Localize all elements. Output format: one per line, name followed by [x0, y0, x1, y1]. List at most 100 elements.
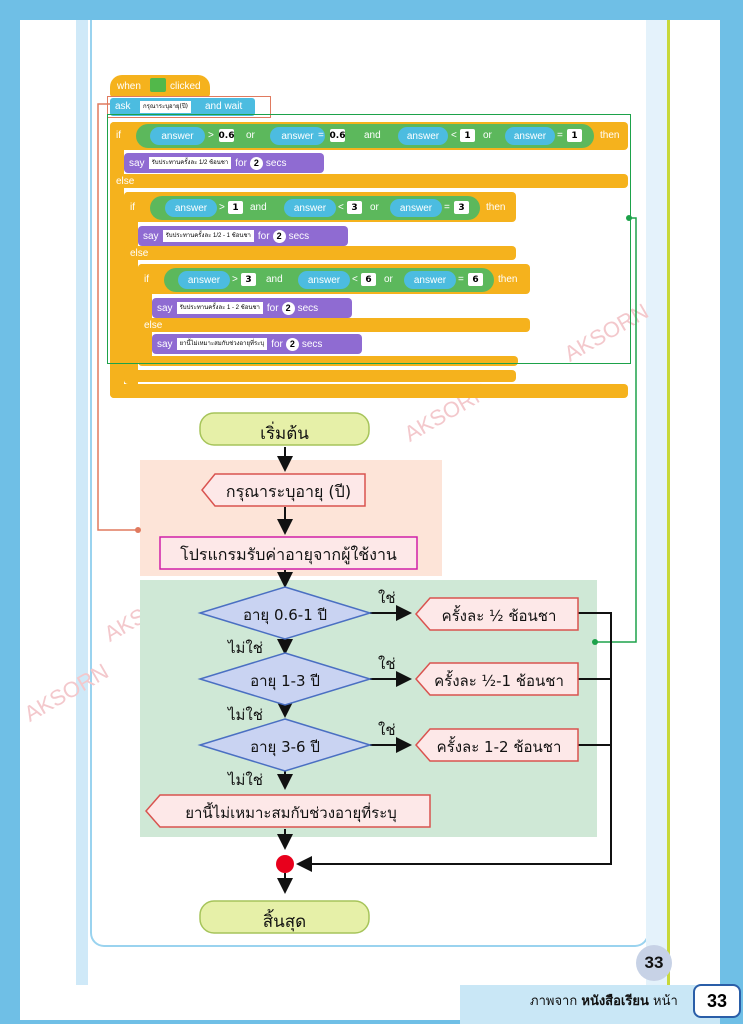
say-block-3[interactable]: say รับประทานครั้งละ 1 - 2 ช้อนชา for 2 …	[152, 298, 352, 318]
right-margin-strip	[646, 20, 668, 1010]
left-margin-strip	[76, 20, 88, 985]
say1-label: say	[129, 157, 145, 169]
process-shape	[159, 536, 418, 570]
if1-or-2: or	[483, 130, 492, 141]
decision-3-shape	[197, 718, 373, 772]
if3-value-3[interactable]: 6	[468, 273, 483, 286]
yes-label-3: ใช่	[378, 721, 396, 739]
say3-field[interactable]: รับประทานครั้งละ 1 - 2 ช้อนชา	[176, 302, 263, 314]
if1-answer-4[interactable]: answer	[505, 127, 555, 145]
if2-value-1[interactable]: 1	[228, 201, 243, 214]
output-3-label: ครั้งละ 1-2 ช้อนชา	[436, 738, 562, 756]
say2-for: for	[257, 230, 270, 242]
if2-or: or	[370, 202, 379, 213]
if3-answer-2[interactable]: answer	[298, 271, 350, 289]
if1-value-2[interactable]: 0.6	[329, 129, 346, 142]
if1-op-1: >	[208, 130, 214, 141]
if1-or-1: or	[246, 130, 255, 141]
say-block-1[interactable]: say รับประทานครั้งละ 1/2 ช้อนชา for 2 se…	[124, 153, 324, 173]
if1-answer-1[interactable]: answer	[150, 127, 205, 145]
if1-answer-3[interactable]: answer	[398, 127, 448, 145]
say2-label: say	[143, 230, 159, 242]
footer-caption: ภาพจาก หนังสือเรียน หน้า	[530, 990, 678, 1011]
if1-value-1[interactable]: 0.6	[218, 129, 235, 142]
say4-seconds[interactable]: 2	[285, 337, 299, 351]
ask-highlight-frame	[107, 96, 271, 118]
say3-secs: secs	[297, 302, 319, 314]
if3-then: then	[498, 274, 518, 285]
if1-answer-2[interactable]: answer	[270, 127, 325, 145]
if-arm-outer	[110, 122, 124, 398]
say1-for: for	[235, 157, 247, 169]
if-footer-2	[124, 370, 516, 382]
say3-seconds[interactable]: 2	[281, 301, 295, 315]
if3-and: and	[266, 274, 283, 285]
if1-and: and	[364, 130, 381, 141]
if2-answer-1[interactable]: answer	[165, 199, 217, 217]
if1-op-3: <	[451, 130, 457, 141]
say4-field[interactable]: ยานี้ไม่เหมาะสมกับช่วงอายุที่ระบุ	[176, 338, 268, 350]
end-label: สิ้นสุด	[262, 912, 307, 932]
output-1-label: ครั้งละ ½ ช้อนชา	[441, 607, 557, 625]
footer-page-number: 33	[693, 984, 741, 1018]
if2-value-2[interactable]: 3	[347, 201, 362, 214]
output-2-label: ครั้งละ ½-1 ช้อนชา	[434, 672, 564, 690]
end-terminal	[199, 900, 370, 934]
if2-answer-2[interactable]: answer	[284, 199, 336, 217]
when-flag-clicked-block[interactable]: when clicked	[110, 75, 210, 97]
ask-field[interactable]: กรุณาระบุอายุ(ปี)	[140, 101, 192, 113]
say1-secs: secs	[265, 157, 287, 169]
start-terminal	[199, 412, 370, 446]
decision-1-shape	[197, 586, 373, 640]
if1-then: then	[600, 130, 620, 141]
footer-suffix: หน้า	[653, 994, 678, 1009]
else-keyword-3: else	[144, 320, 163, 331]
yes-label-2: ใช่	[378, 655, 396, 673]
no-label-2: ไม่ใช่	[228, 706, 263, 724]
ask-suffix: and wait	[205, 101, 243, 112]
no-label-3: ไม่ใช่	[228, 771, 263, 789]
say-block-4[interactable]: say ยานี้ไม่เหมาะสมกับช่วงอายุที่ระบุ fo…	[152, 334, 362, 354]
if3-keyword: if	[144, 274, 149, 285]
say4-label: say	[157, 338, 173, 350]
decision-2-shape	[197, 652, 373, 706]
if2-op-2: <	[338, 202, 344, 213]
say1-seconds[interactable]: 2	[249, 156, 263, 170]
if-highlight-frame	[107, 114, 631, 364]
input-shape	[201, 473, 366, 507]
if1-op-2: =	[318, 130, 324, 141]
if3-answer-1[interactable]: answer	[178, 271, 230, 289]
if-arm-2	[124, 192, 138, 384]
decision-1-label: อายุ 0.6-1 ปี	[242, 606, 328, 624]
else-bar-2	[124, 246, 516, 260]
process-label: โปรแกรมรับค่าอายุจากผู้ใช้งาน	[180, 545, 397, 564]
if2-keyword: if	[130, 202, 135, 213]
if2-op-1: >	[219, 202, 225, 213]
if2-op-3: =	[444, 202, 450, 213]
say-block-2[interactable]: say รับประทานครั้งละ 1/2 - 1 ช้อนชา for …	[138, 226, 348, 246]
if3-op-2: <	[352, 274, 358, 285]
say4-secs: secs	[301, 338, 323, 350]
if2-value-3[interactable]: 3	[454, 201, 469, 214]
say2-field[interactable]: รับประทานครั้งละ 1/2 - 1 ช้อนชา	[162, 230, 254, 242]
if1-value-4[interactable]: 1	[567, 129, 582, 142]
if3-op-1: >	[232, 274, 238, 285]
say2-secs: secs	[288, 230, 310, 242]
say2-seconds[interactable]: 2	[272, 229, 286, 243]
else-keyword-1: else	[116, 176, 135, 187]
footer-bar	[460, 985, 720, 1024]
hat-prefix: when	[117, 81, 141, 92]
if3-value-2[interactable]: 6	[361, 273, 376, 286]
if3-value-1[interactable]: 3	[241, 273, 256, 286]
input-label: กรุณาระบุอายุ (ปี)	[225, 482, 352, 501]
if1-keyword: if	[116, 130, 121, 141]
ask-block[interactable]: ask กรุณาระบุอายุ(ปี) and wait	[110, 98, 255, 116]
if2-answer-3[interactable]: answer	[390, 199, 442, 217]
if3-answer-3[interactable]: answer	[404, 271, 456, 289]
if1-value-3[interactable]: 1	[460, 129, 475, 142]
say1-field[interactable]: รับประทานครั้งละ 1/2 ช้อนชา	[148, 157, 232, 169]
start-label: เริ่มต้น	[260, 424, 309, 444]
connector-dot	[276, 855, 294, 873]
if2-and: and	[250, 202, 267, 213]
